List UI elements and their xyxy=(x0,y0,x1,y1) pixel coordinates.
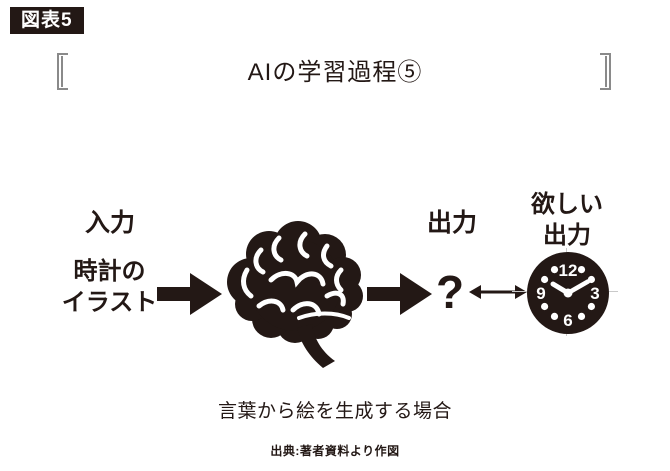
desired-output-line2: 出力 xyxy=(543,222,591,249)
input-label: 入力 xyxy=(84,209,135,237)
title-left-bracket-icon xyxy=(57,53,68,90)
question-mark: ? xyxy=(435,266,465,318)
input-arrow-icon xyxy=(157,273,222,315)
output-label: 出力 xyxy=(426,209,477,237)
desired-output-line1: 欲しい xyxy=(531,191,603,218)
title-right-bracket-icon xyxy=(600,53,611,90)
clock-icon: 12 3 6 9 xyxy=(527,252,609,334)
output-arrow-icon xyxy=(367,273,432,315)
clock-number-12: 12 xyxy=(559,261,578,280)
clock-number-3: 3 xyxy=(590,284,599,303)
caption-text: 言葉から絵を生成する場合 xyxy=(217,401,452,422)
figure-badge: 図表5 xyxy=(10,7,84,34)
source-text: 出典:著者資料より作図 xyxy=(270,444,400,458)
brain-icon xyxy=(227,221,363,368)
figure-title: AIの学習過程⑤ xyxy=(247,59,423,86)
clock-number-6: 6 xyxy=(563,311,572,330)
clock-number-9: 9 xyxy=(536,284,545,303)
input-item-text: 時計の イラスト xyxy=(37,256,182,318)
compare-arrow-icon xyxy=(469,285,527,299)
input-item-line1: 時計の xyxy=(73,258,146,285)
input-item-line2: イラスト xyxy=(61,289,158,316)
desired-output-label: 欲しい 出力 xyxy=(516,189,618,251)
